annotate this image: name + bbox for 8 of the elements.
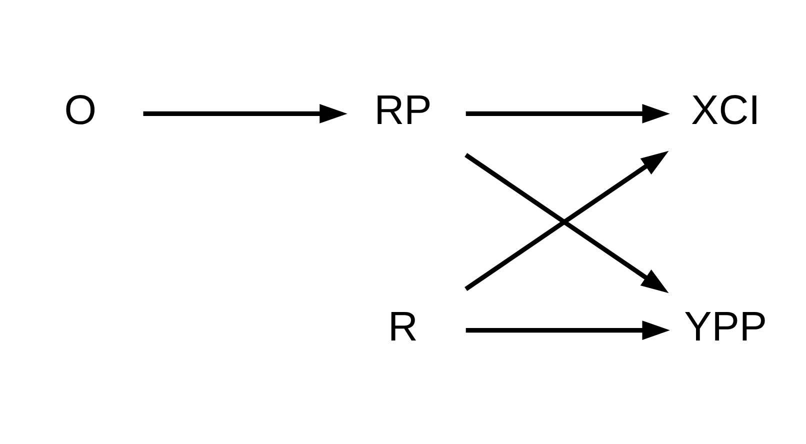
arrow [466,104,670,124]
node-text: O [64,86,97,133]
node-text: YPP [684,302,768,350]
arrow [143,104,348,124]
node-text: XCI [691,86,760,133]
node-text: RP [374,86,432,133]
node-text: R [388,302,418,350]
arrow [466,320,670,340]
